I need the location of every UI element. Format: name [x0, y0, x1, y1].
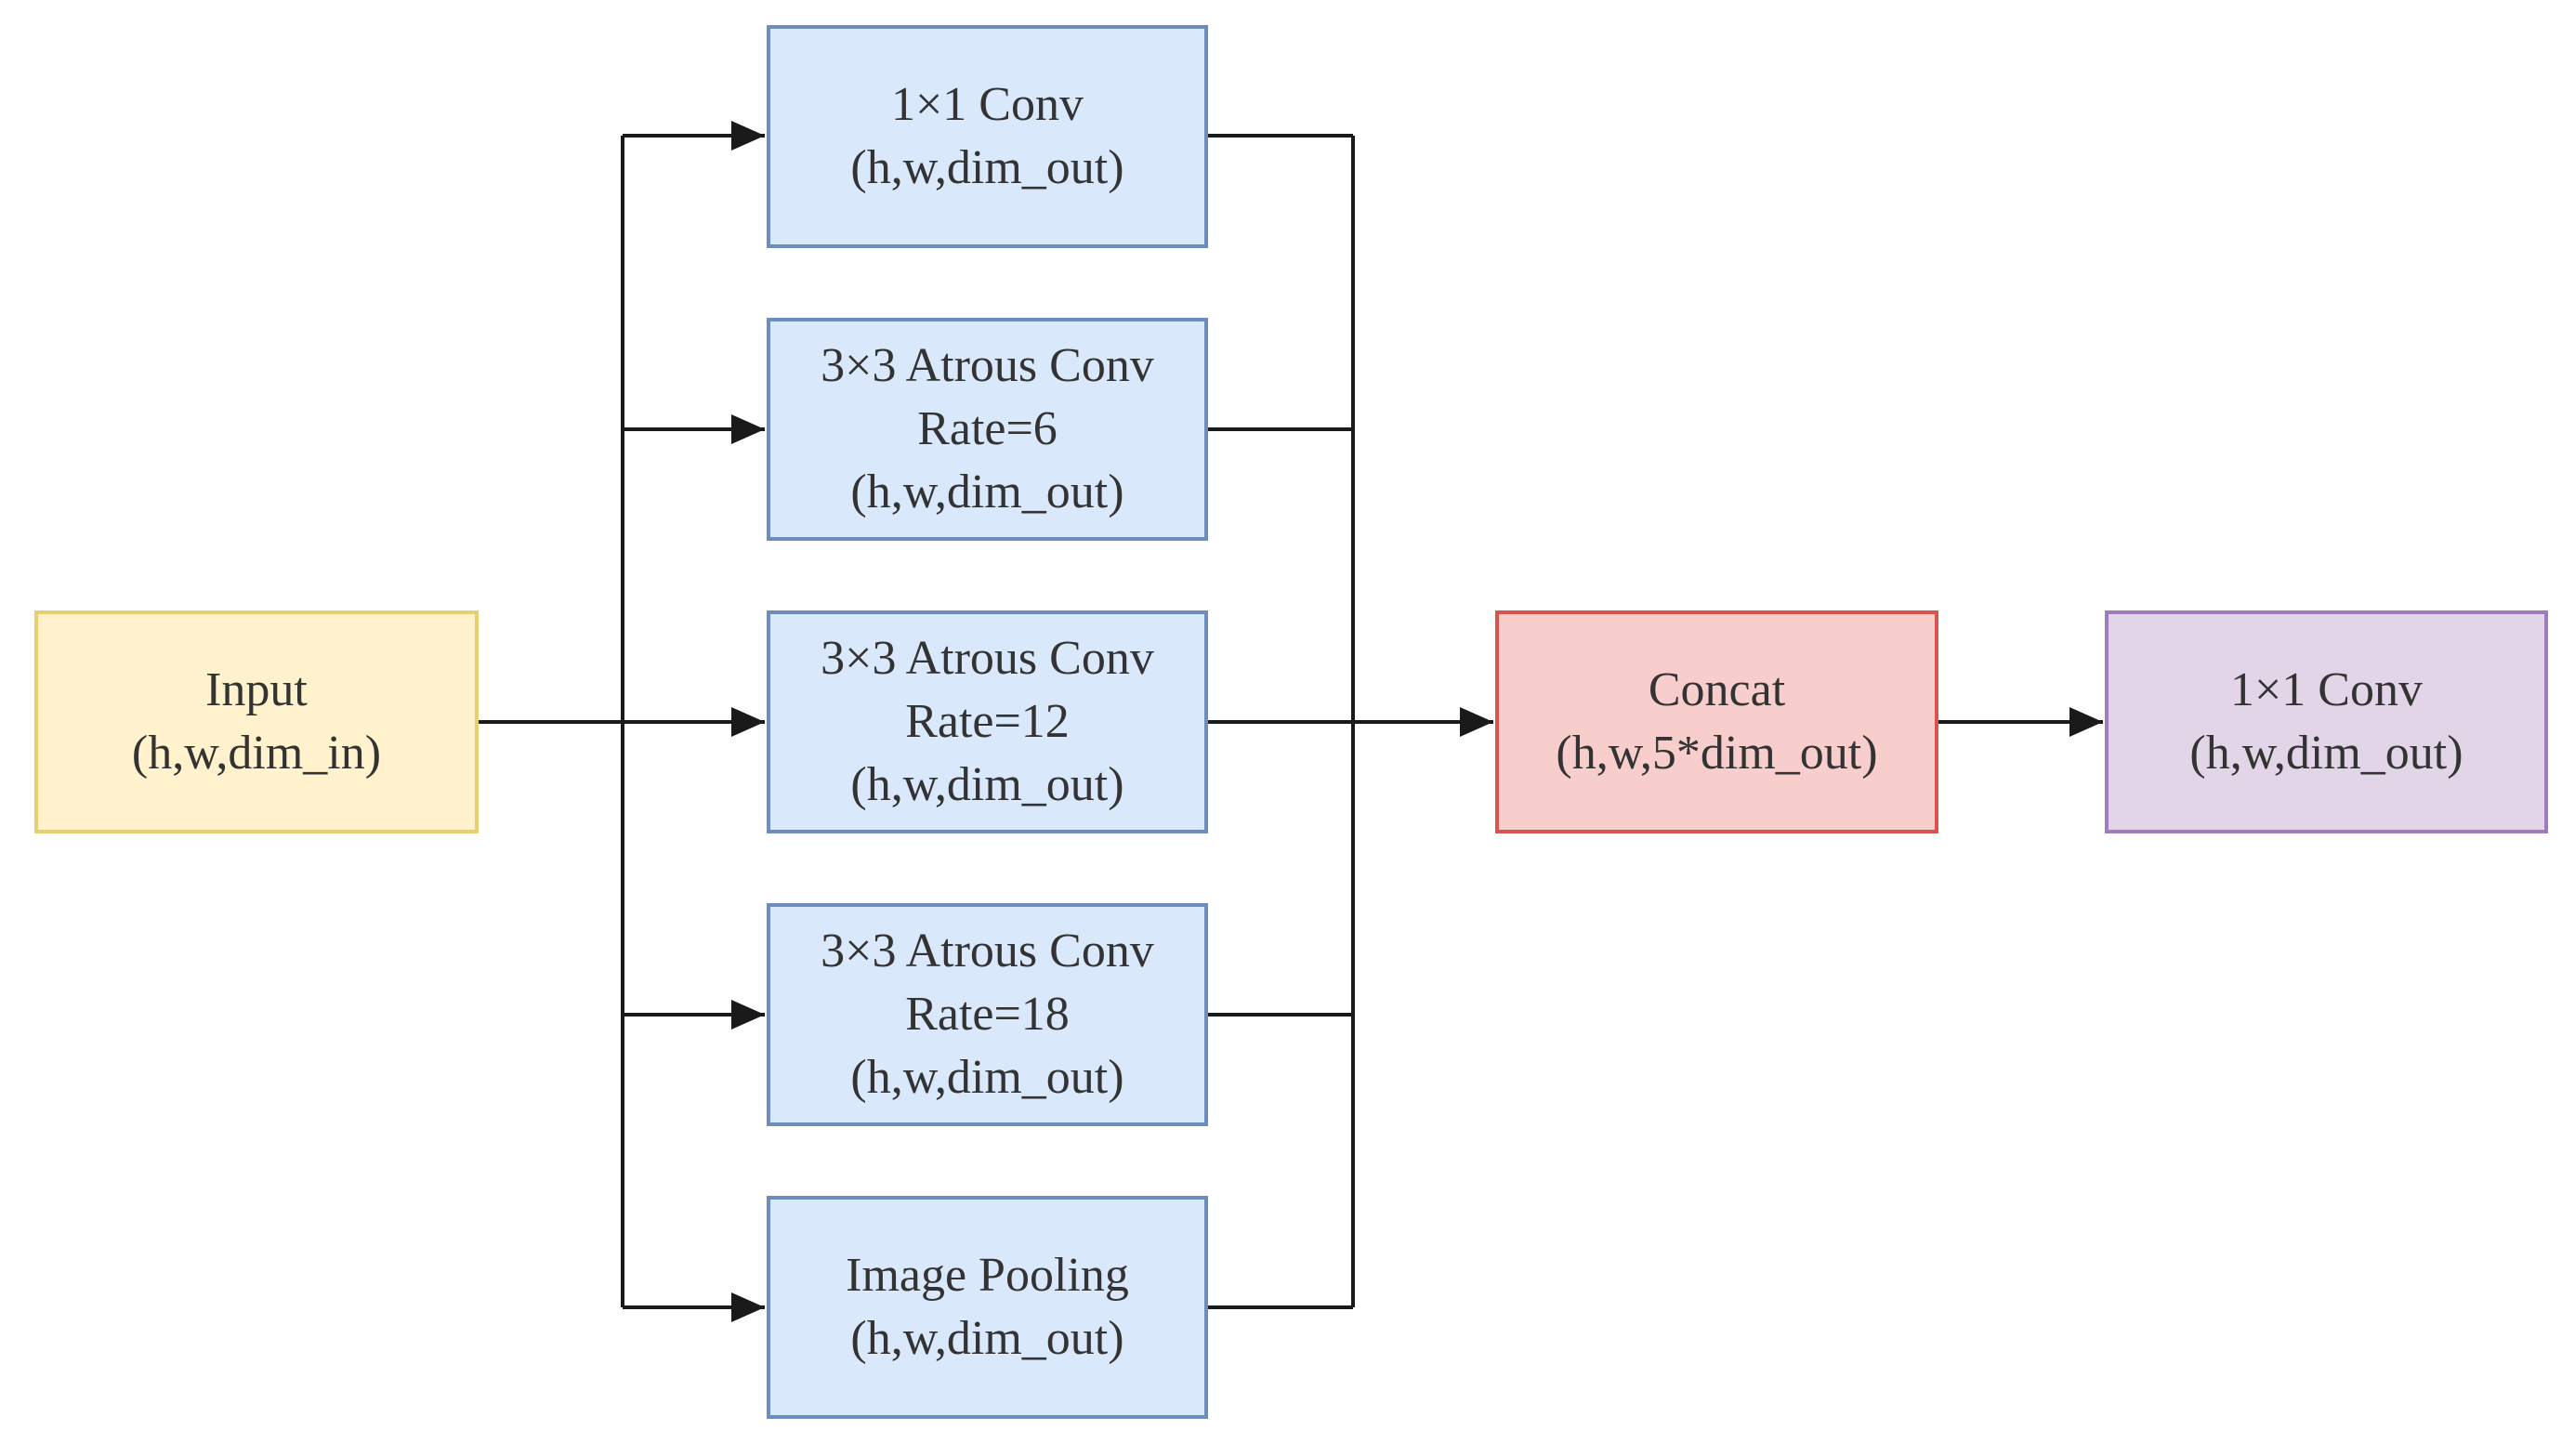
branch-atrous-rate18-node: 3×3 Atrous Conv Rate=18 (h,w,dim_out) — [767, 903, 1208, 1126]
branch-atrous-rate12-rate: Rate=12 — [905, 695, 1070, 748]
branch-conv1x1-title: 1×1 Conv — [890, 78, 1084, 131]
branch-atrous-rate18-rate: Rate=18 — [905, 988, 1070, 1041]
branch-atrous-rate12-node: 3×3 Atrous Conv Rate=12 (h,w,dim_out) — [767, 610, 1208, 833]
concat-node: Concat (h,w,5*dim_out) — [1495, 610, 1938, 833]
branch-conv1x1-shape: (h,w,dim_out) — [850, 141, 1124, 194]
branch-image-pooling-node: Image Pooling (h,w,dim_out) — [767, 1196, 1208, 1419]
output-conv-title: 1×1 Conv — [2229, 663, 2423, 716]
branch-atrous-rate12-shape: (h,w,dim_out) — [850, 758, 1124, 811]
branch-image-pooling-title: Image Pooling — [846, 1249, 1129, 1302]
output-conv-node: 1×1 Conv (h,w,dim_out) — [2105, 610, 2548, 833]
branch-atrous-rate6-node: 3×3 Atrous Conv Rate=6 (h,w,dim_out) — [767, 318, 1208, 541]
branch-atrous-rate6-shape: (h,w,dim_out) — [850, 466, 1124, 518]
concat-node-shape: (h,w,5*dim_out) — [1556, 727, 1878, 780]
output-conv-shape: (h,w,dim_out) — [2189, 727, 2463, 780]
branch-atrous-rate12-title: 3×3 Atrous Conv — [821, 632, 1154, 685]
input-node-shape: (h,w,dim_in) — [131, 727, 382, 780]
concat-node-title: Concat — [1648, 663, 1786, 716]
branch-atrous-rate18-shape: (h,w,dim_out) — [850, 1051, 1124, 1104]
branch-atrous-rate6-title: 3×3 Atrous Conv — [821, 339, 1154, 392]
input-node: Input (h,w,dim_in) — [34, 610, 479, 833]
branch-image-pooling-shape: (h,w,dim_out) — [850, 1312, 1124, 1365]
branch-atrous-rate18-title: 3×3 Atrous Conv — [821, 925, 1154, 977]
input-node-title: Input — [205, 663, 308, 716]
branch-conv1x1-node: 1×1 Conv (h,w,dim_out) — [767, 25, 1208, 248]
branch-atrous-rate6-rate: Rate=6 — [917, 402, 1058, 455]
